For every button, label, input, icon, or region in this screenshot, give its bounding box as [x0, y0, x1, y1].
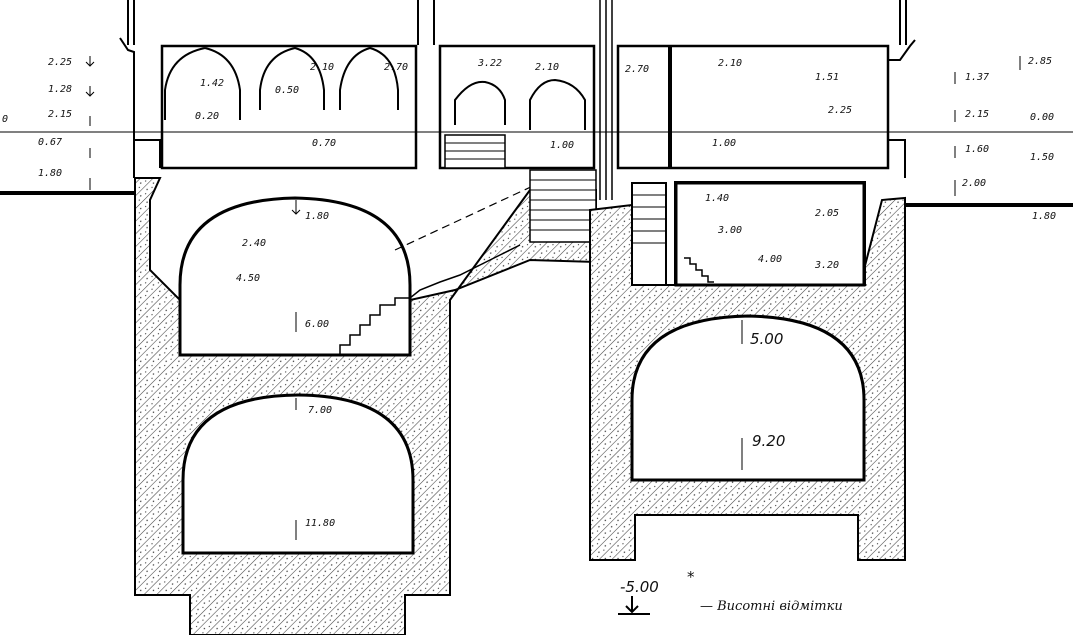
level-label: 6.00 [305, 319, 329, 330]
stair-left [339, 244, 521, 355]
level-label: 2.15 [965, 109, 989, 120]
stair-right [684, 257, 714, 283]
vault-upper-left [178, 196, 412, 357]
level-label: 1.51 [815, 72, 839, 83]
level-label: 5.00 [750, 330, 783, 348]
level-label: 2.05 [815, 208, 839, 219]
level-label: 2.00 [962, 178, 986, 189]
level-label: 0.67 [38, 137, 62, 148]
level-label: 2.10 [718, 58, 742, 69]
level-label: 0.50 [275, 85, 299, 96]
vault-right [630, 314, 866, 482]
level-label: 0.00 [1030, 112, 1054, 123]
level-label: 1.40 [705, 193, 729, 204]
level-label: 1.42 [200, 78, 224, 89]
level-label: 1.80 [1032, 211, 1056, 222]
levels-room-left: 1.42 0.20 2.10 0.50 2.70 0.70 [195, 62, 408, 149]
level-label: 2.70 [384, 62, 408, 73]
level-label: 1.60 [965, 144, 989, 155]
level-label: 2.40 [242, 238, 266, 249]
stair-mid-room [444, 134, 506, 169]
levels-room-right: 2.70 2.10 1.51 2.25 1.00 [625, 58, 852, 149]
level-label: 0.70 [312, 138, 336, 149]
arches-mid-room [454, 78, 586, 130]
levels-left: 2.25 1.28 2.15 0.67 1.80 0 [2, 57, 72, 179]
level-label: 3.00 [717, 225, 742, 236]
levels-room-mid: 3.22 2.10 1.00 [477, 58, 574, 151]
level-label: 2.15 [48, 109, 72, 120]
level-label: 3.20 [814, 260, 839, 271]
level-label: 2.25 [828, 105, 852, 116]
level-label: 1.80 [305, 211, 329, 222]
levels-far-right: 2.85 1.37 2.15 0.00 1.60 1.50 2.00 1.80 [962, 56, 1056, 222]
legend: -5.00 * — Висотні відмітки [618, 568, 843, 615]
level-label: 2.25 [48, 57, 72, 68]
cellar-room-right [674, 181, 866, 287]
level-label: 11.80 [305, 518, 335, 529]
level-label: 1.37 [965, 72, 989, 83]
level-label: 1.00 [550, 140, 574, 151]
level-label: 7.00 [308, 405, 332, 416]
levels-cellar-right: 1.40 2.05 3.00 4.00 3.20 5.00 9.20 [705, 193, 839, 450]
legend-text: — Висотні відмітки [700, 599, 843, 614]
level-markers [85, 56, 1021, 540]
level-label: 0 [2, 114, 8, 125]
level-label: 2.10 [535, 62, 559, 73]
level-label: 2.10 [310, 62, 334, 73]
legend-mark: * [687, 568, 695, 586]
legend-arrow-icon [618, 596, 650, 615]
ground-floor [119, 0, 916, 200]
level-label: 2.70 [625, 64, 649, 75]
stair-flight-mid [529, 169, 597, 243]
stair-flight-right [631, 182, 667, 286]
level-label: 2.85 [1028, 56, 1052, 67]
level-label: 1.50 [1030, 152, 1054, 163]
arches-left-room [164, 46, 399, 120]
level-label: 4.50 [236, 273, 260, 284]
level-label: 0.20 [195, 111, 219, 122]
level-label: 1.28 [48, 84, 72, 95]
level-label: 1.80 [38, 168, 62, 179]
legend-value: -5.00 [620, 578, 659, 596]
level-label: 9.20 [752, 432, 785, 450]
level-label: 4.00 [758, 254, 782, 265]
vault-lower-left [181, 393, 415, 555]
levels-cellar-left: 1.80 2.40 4.50 6.00 7.00 11.80 [236, 211, 335, 529]
level-label: 3.22 [477, 58, 502, 69]
level-label: 1.00 [712, 138, 736, 149]
